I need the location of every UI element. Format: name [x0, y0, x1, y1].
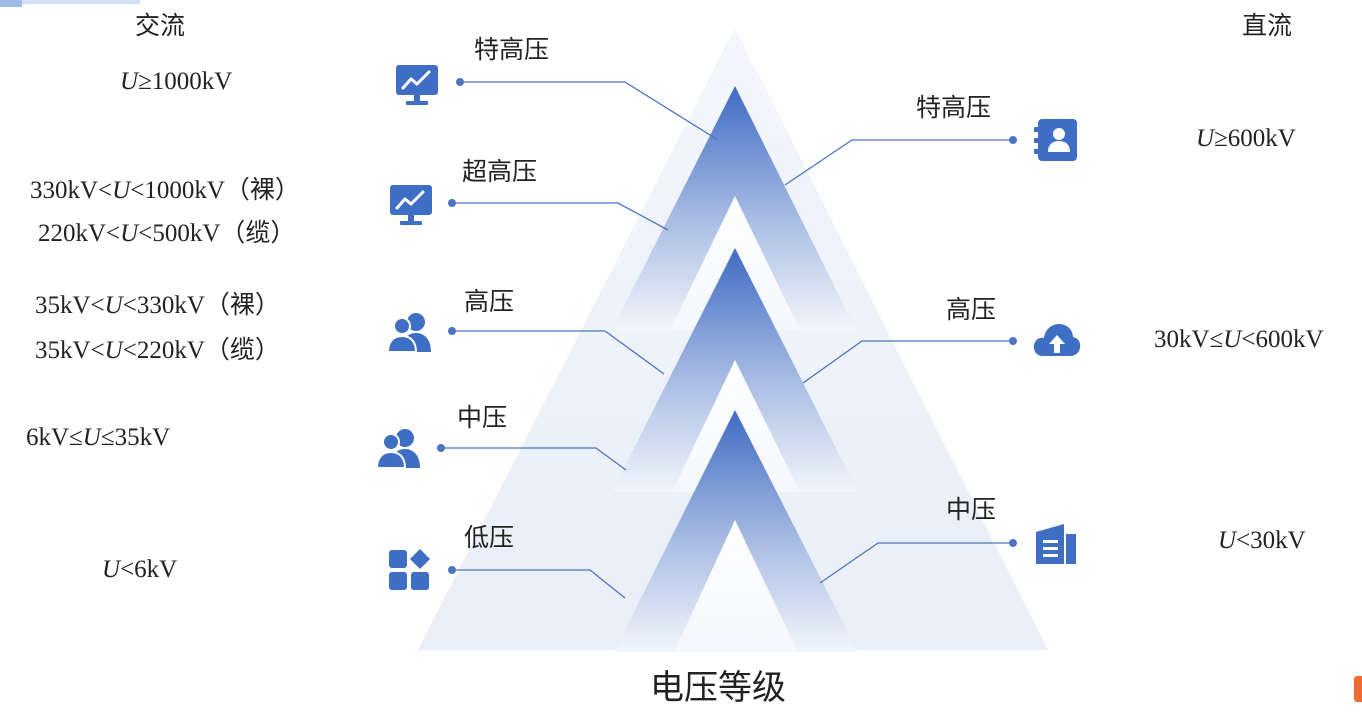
dc-connector-2	[802, 337, 1017, 384]
contact-card-icon	[1034, 118, 1078, 162]
ac-level-3: 高压	[464, 287, 515, 316]
grid-apps-icon	[388, 549, 430, 591]
ac-connector-5	[448, 566, 626, 599]
ac-range-1: U≥1000kV	[120, 68, 233, 95]
dc-connector-1	[784, 136, 1017, 186]
monitor-chart-icon	[395, 64, 439, 106]
top-bar-accent	[0, 0, 22, 7]
cloud-upload-icon	[1033, 322, 1081, 358]
dc-range-3: U<30kV	[1218, 527, 1306, 554]
ac-range-2: 330kV<U<1000kV（裸）	[30, 177, 300, 204]
chevron-bottom	[614, 410, 858, 652]
ac-connector-3	[448, 327, 665, 375]
dc-level-3: 中压	[946, 495, 997, 524]
users-icon	[387, 311, 433, 353]
monitor-chart-icon	[389, 184, 433, 226]
ac-range-3: 220kV<U<500kV（缆）	[38, 220, 296, 247]
top-bar	[0, 0, 140, 4]
building-icon	[1034, 520, 1078, 564]
ac-level-2: 超高压	[462, 157, 538, 186]
dc-range-2: 30kV≤U<600kV	[1154, 326, 1324, 353]
dc-level-2: 高压	[946, 295, 997, 324]
dc-header: 直流	[1242, 11, 1293, 40]
dc-range-1: U≥600kV	[1196, 125, 1296, 152]
ac-range-6: 6kV≤U≤35kV	[26, 424, 171, 451]
ac-range-5: 35kV<U<220kV（缆）	[35, 337, 280, 364]
dc-connector-lines	[784, 136, 1017, 584]
dc-connector-3	[819, 539, 1017, 584]
corner-mark	[1354, 676, 1362, 702]
ac-connector-4	[437, 444, 627, 471]
ac-level-5: 低压	[464, 523, 515, 552]
ac-range-7: U<6kV	[102, 556, 178, 583]
ac-connector-lines	[437, 78, 719, 599]
diagram-title: 电压等级	[650, 668, 786, 708]
ac-connector-1	[456, 78, 719, 141]
ac-level-4: 中压	[457, 403, 508, 432]
ac-range-4: 35kV<U<330kV（裸）	[35, 292, 280, 319]
ac-connector-2	[448, 199, 669, 231]
ac-level-1: 特高压	[474, 35, 550, 64]
users-icon	[376, 427, 422, 469]
ac-header: 交流	[135, 11, 186, 40]
dc-level-1: 特高压	[916, 93, 992, 122]
